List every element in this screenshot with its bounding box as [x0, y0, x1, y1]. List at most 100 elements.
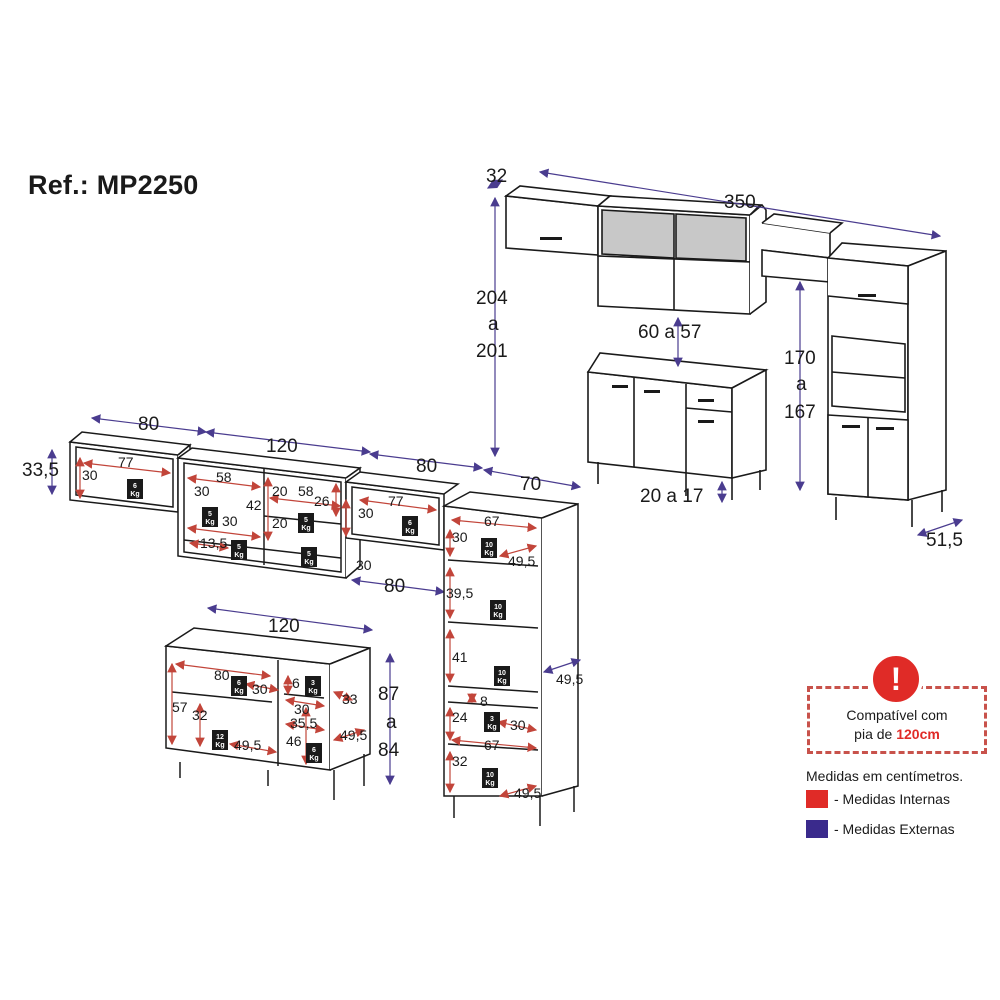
dim-in-58-a: 58: [216, 469, 232, 485]
svg-text:6: 6: [408, 520, 412, 527]
dim-in-20-b: 20: [272, 515, 288, 531]
dim-170: 170: [784, 348, 816, 369]
svg-text:5: 5: [307, 551, 311, 558]
legend-external: - Medidas Externas: [806, 820, 955, 838]
weight-badge-6-b: 6Kg: [402, 516, 418, 536]
tower-in-30: 30: [452, 529, 468, 545]
svg-text:Kg: Kg: [493, 612, 502, 619]
compat-line-1: Compatível com: [846, 707, 948, 723]
svg-text:Kg: Kg: [309, 755, 318, 762]
weight-badge-5-c: 5Kg: [298, 513, 314, 533]
base-in-57: 57: [172, 699, 188, 715]
legend-external-swatch: [806, 820, 828, 838]
svg-text:3: 3: [490, 716, 494, 723]
dim-in-13-5: 13,5: [200, 535, 227, 551]
dim-20-17: 20 a 17: [640, 486, 703, 507]
tower-in-24: 24: [452, 709, 468, 725]
dim-120-wall: 120: [266, 436, 298, 457]
compat-prefix: pia de: [854, 726, 897, 742]
dim-a-2: a: [796, 374, 807, 395]
legend-internal: - Medidas Internas: [806, 790, 950, 808]
svg-text:6: 6: [237, 680, 241, 687]
tower-in-67-b: 67: [484, 737, 500, 753]
tower-ext-49-5: 49,5: [556, 671, 583, 687]
base-in-33: 33: [342, 691, 358, 707]
wall-dimensions-int: [75, 456, 438, 552]
assembled-kitchen: [503, 185, 947, 527]
svg-text:Kg: Kg: [484, 550, 493, 557]
svg-text:Kg: Kg: [405, 528, 414, 535]
svg-text:Kg: Kg: [234, 552, 243, 559]
svg-text:Kg: Kg: [487, 724, 496, 731]
dim-70: 70: [520, 474, 541, 495]
dim-51-5: 51,5: [926, 530, 963, 551]
reference-title: Ref.: MP2250: [28, 170, 199, 200]
svg-text:6: 6: [133, 483, 137, 490]
svg-text:Kg: Kg: [130, 491, 139, 498]
tower-dimensions-int: [445, 516, 538, 799]
assembled-dimensions: [486, 168, 964, 537]
base-in-49-5-b: 49,5: [340, 727, 367, 743]
dim-in-30-d: 30: [358, 505, 374, 521]
base-dimensions-ext: [206, 604, 395, 786]
base-in-32: 32: [192, 707, 208, 723]
weight-badge-6-d: 6Kg: [306, 743, 322, 763]
dim-87: 87: [378, 684, 399, 705]
svg-text:5: 5: [208, 511, 212, 518]
base-in-80: 80: [214, 667, 230, 683]
tower-in-49-5-b: 49,5: [514, 785, 541, 801]
legend-internal-label: - Medidas Internas: [834, 791, 950, 807]
svg-text:Kg: Kg: [215, 742, 224, 749]
dim-in-77-b: 77: [388, 493, 404, 509]
legend-external-label: - Medidas Externas: [834, 821, 955, 837]
svg-text:6: 6: [312, 747, 316, 754]
dim-80-mid: 80: [416, 456, 437, 477]
dim-in-30-e: 30: [356, 557, 372, 573]
svg-text:10: 10: [485, 542, 493, 549]
svg-text:5: 5: [237, 544, 241, 551]
base-in-30-b: 30: [294, 701, 310, 717]
dim-in-26: 26: [314, 493, 330, 509]
tower-in-30-b: 30: [510, 717, 526, 733]
dim-204: 204: [476, 288, 508, 309]
dim-a-3: a: [386, 712, 397, 733]
dim-in-30-b: 30: [194, 483, 210, 499]
svg-text:Kg: Kg: [485, 780, 494, 787]
svg-text:12: 12: [216, 734, 224, 741]
weight-badge-3-b: 3Kg: [305, 676, 321, 696]
base-in-6: 6: [292, 675, 300, 691]
dim-84: 84: [378, 740, 400, 761]
weight-badge-6-c: 6Kg: [231, 676, 247, 696]
units-note: Medidas em centímetros.: [806, 768, 964, 784]
svg-text:Kg: Kg: [304, 559, 313, 566]
dim-in-77-a: 77: [118, 454, 134, 470]
dim-in-42: 42: [246, 497, 262, 513]
dim-in-30-a: 30: [82, 467, 98, 483]
weight-badge-5-b: 5Kg: [231, 540, 247, 560]
base-in-49-5-a: 49,5: [234, 737, 261, 753]
weight-badge-5-a: 5Kg: [202, 507, 218, 527]
dim-in-58-b: 58: [298, 483, 314, 499]
tower-in-8: 8: [480, 693, 488, 709]
svg-text:10: 10: [486, 772, 494, 779]
svg-text:10: 10: [498, 670, 506, 677]
warning-icon: !: [869, 652, 923, 706]
dim-32: 32: [486, 166, 507, 187]
tower-in-49-5-a: 49,5: [508, 553, 535, 569]
svg-text:3: 3: [311, 680, 315, 687]
base-dimensions-int: [167, 660, 366, 766]
svg-text:10: 10: [494, 604, 502, 611]
tower-in-32: 32: [452, 753, 468, 769]
dim-201: 201: [476, 341, 508, 362]
dim-350: 350: [724, 192, 756, 213]
dim-80-under: 80: [384, 576, 405, 597]
weight-badge-5-d: 5Kg: [301, 547, 317, 567]
tower-in-41: 41: [452, 649, 468, 665]
dim-in-20-a: 20: [272, 483, 288, 499]
svg-text:Kg: Kg: [205, 519, 214, 526]
